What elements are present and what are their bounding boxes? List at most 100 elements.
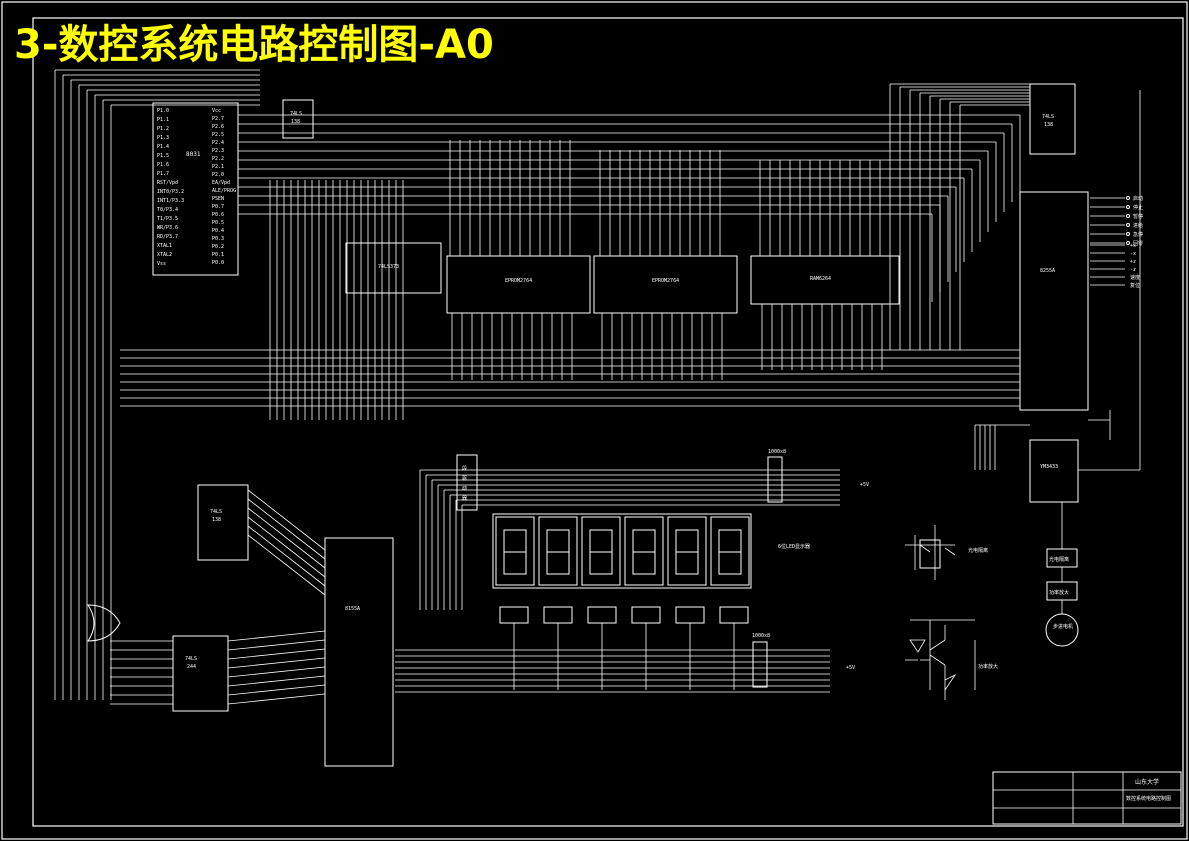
svg-text:244: 244	[187, 664, 196, 670]
svg-text:步进电机: 步进电机	[1053, 623, 1073, 630]
decoder-138-right: 74LS 138	[1029, 83, 1076, 155]
display-label: 6位LED显示器	[778, 543, 810, 550]
digit-driver-row	[499, 606, 749, 624]
ram-6264: RAM6264	[750, 255, 900, 305]
cpu-pin-label: EA/Vpd	[212, 180, 230, 186]
svg-text:138: 138	[291, 119, 300, 125]
cpu-pin-label: P1.3	[157, 135, 169, 141]
svg-text:8155A: 8155A	[345, 606, 360, 612]
optocoupler-box: 光电隔离	[1046, 548, 1078, 568]
cpu-pin-label: P2.5	[212, 132, 224, 138]
latch-74ls373: 74LS373	[345, 242, 442, 294]
led-segment-bottom	[632, 551, 656, 575]
cpu-pin-label: P2.4	[212, 140, 224, 146]
key-label: 暂停	[1133, 213, 1143, 220]
key-label: 回零	[1133, 241, 1143, 247]
led-segment-bottom	[546, 551, 570, 575]
ppi-8255a: 8255A	[1019, 191, 1089, 411]
eprom-1: EPROM2764	[446, 255, 591, 314]
or-gate	[87, 604, 121, 642]
cpu-pin-label: P2.2	[212, 156, 224, 162]
svg-text:功率放大: 功率放大	[1049, 589, 1069, 596]
digit-driver	[543, 606, 573, 624]
cpu-pin-label: ALE/PROG	[212, 188, 236, 194]
key-label: -x	[1130, 251, 1136, 257]
segment-driver-box: 段 驱 动 器	[456, 454, 478, 511]
led-digit	[710, 516, 750, 586]
key-label: 复位	[1130, 282, 1140, 289]
cpu-pin-label: INT1/P3.3	[157, 198, 184, 204]
cpu-pin-label: P2.1	[212, 164, 224, 170]
cpu-pin-label: P1.2	[157, 126, 169, 132]
cpu-pin-label: INT0/P3.2	[157, 189, 184, 195]
key-label: +z	[1130, 259, 1136, 265]
cpu-pin-label: RST/Vpd	[157, 180, 178, 186]
led-digit	[667, 516, 707, 586]
key-label: -z	[1130, 267, 1136, 273]
cpu-pin-label: P1.1	[157, 117, 169, 123]
drawing-title: 3-数控系统电路控制图-A0	[14, 22, 494, 68]
title-block: 山东大学 数控系统电路控制图	[992, 771, 1182, 825]
power-amp-label: 功率放大	[978, 663, 998, 670]
cpu-pin-label: P0.5	[212, 220, 224, 226]
cpu-pin-label: XTAL2	[157, 252, 172, 258]
svg-text:段: 段	[462, 465, 467, 472]
led-segment-top	[718, 529, 742, 553]
cpu-pin-label: Vcc	[212, 108, 221, 114]
svg-text:74LS: 74LS	[290, 111, 302, 117]
led-segment-bottom	[675, 551, 699, 575]
decoder-138-top: 74LS 138	[282, 99, 314, 139]
svg-text:138: 138	[212, 517, 221, 523]
cpu-pin-label: P1.0	[157, 108, 169, 114]
led-frame	[492, 513, 752, 589]
led-segment-bottom	[503, 551, 527, 575]
svg-text:器: 器	[462, 496, 467, 502]
svg-text:74LS: 74LS	[1042, 114, 1054, 120]
svg-text:8031: 8031	[186, 151, 201, 158]
svg-text:138: 138	[1044, 122, 1053, 128]
cpu-pin-label: P2.0	[212, 172, 224, 178]
cpu-pin-label: P0.4	[212, 228, 224, 234]
cpu-pin-label: WR/P3.6	[157, 225, 178, 231]
key-label: 进给	[1133, 222, 1143, 229]
plus5v-top-label: +5V	[860, 482, 869, 488]
plus5v-bottom-label: +5V	[846, 665, 855, 671]
led-segment-top	[546, 529, 570, 553]
svg-text:74LS: 74LS	[210, 509, 222, 515]
cpu-pin-label: P0.7	[212, 204, 224, 210]
svg-text:RAM6264: RAM6264	[810, 276, 831, 282]
cpu-pin-label: P1.5	[157, 153, 169, 159]
cpu-pin-label: P2.6	[212, 124, 224, 130]
key-label: 启动	[1133, 195, 1143, 202]
cpu-pin-label: P1.7	[157, 171, 169, 177]
transistor-stage	[905, 619, 976, 700]
led-digit	[624, 516, 664, 586]
cpu-pin-label: XTAL1	[157, 243, 172, 249]
svg-text:山东大学: 山东大学	[1135, 778, 1159, 786]
key-label: +x	[1130, 243, 1136, 249]
led-digit	[495, 516, 535, 586]
cpu-8031: 8031 P1.0P1.1P1.2P1.3P1.4P1.5P1.6P1.7RST…	[152, 102, 239, 276]
svg-text:数控系统电路控制图: 数控系统电路控制图	[1126, 795, 1171, 802]
cpu-pin-label: P2.3	[212, 148, 224, 154]
power-amp-box: 功率放大	[1046, 581, 1078, 601]
svg-text:EPROM2764: EPROM2764	[505, 278, 532, 284]
relay-label: 光电隔离	[968, 547, 988, 554]
cpu-pin-label: P0.6	[212, 212, 224, 218]
cpu-pin-label: PSEN	[212, 196, 224, 202]
cpu-pin-label: P0.0	[212, 260, 224, 266]
cpu-pin-label: P0.1	[212, 252, 224, 258]
led-digit	[581, 516, 621, 586]
wiring	[54, 69, 1141, 705]
key-label: 停止	[1133, 204, 1143, 211]
svg-text:动: 动	[462, 485, 467, 492]
stepper-driver: YM3433	[1029, 439, 1079, 503]
digit-driver	[499, 606, 529, 624]
svg-text:74LS373: 74LS373	[378, 264, 399, 270]
buffer-74ls244: 74LS 244	[172, 635, 229, 712]
inner-frame	[32, 17, 1184, 827]
key-label: 速度	[1130, 274, 1140, 281]
svg-text:1000x8: 1000x8	[768, 449, 786, 455]
